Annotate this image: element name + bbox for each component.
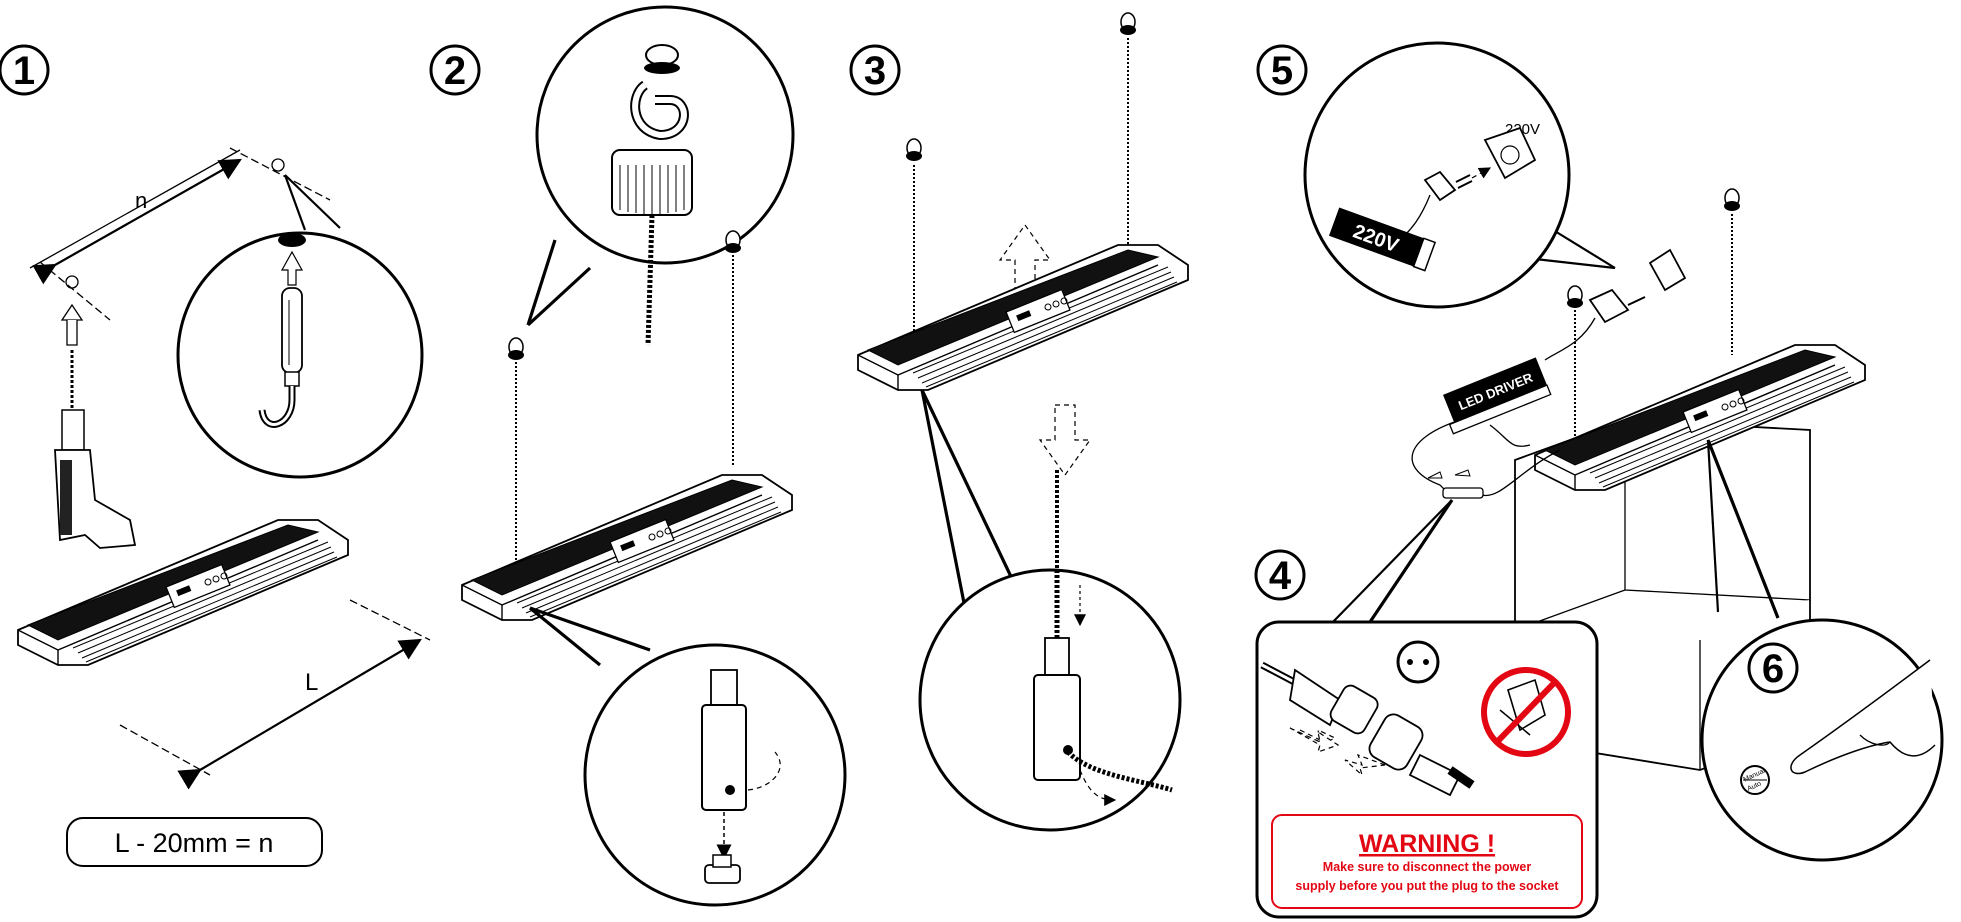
L-label: L <box>305 669 318 696</box>
connector-closeup <box>1260 661 1475 797</box>
lamp-1 <box>17 519 349 666</box>
step-5-number: 5 <box>1271 49 1293 93</box>
plug-icon <box>1423 170 1457 202</box>
step-4-number: 4 <box>1269 554 1292 598</box>
drill-icon <box>54 303 137 549</box>
formula-box <box>66 817 323 867</box>
step-4-panel: 4 WARNING ! Ma <box>1254 499 1599 919</box>
hook-callout <box>176 174 424 479</box>
cable-adjust-callout <box>918 389 1182 832</box>
n-label: n <box>135 188 147 213</box>
wall-socket-icon <box>1483 126 1537 180</box>
step-1-panel: 1 n <box>0 44 431 867</box>
step-1-number: 1 <box>13 49 35 93</box>
step-4-badge <box>1254 549 1306 601</box>
gripper-closeup-callout <box>528 606 847 907</box>
step-2-panel: 2 <box>429 5 847 907</box>
step-6-number: 6 <box>1762 647 1784 691</box>
step-6-badge <box>1747 642 1799 694</box>
L-dimension-line <box>177 638 422 790</box>
step-3-number: 3 <box>864 49 886 93</box>
step-5-badge <box>1256 44 1308 96</box>
finger-icon <box>1790 659 1936 775</box>
no-plugging-icon <box>1481 667 1571 757</box>
warning-line-1: Make sure to disconnect the power <box>1323 860 1532 874</box>
hanger-closeup-callout <box>526 5 795 346</box>
adjust-up-arrow <box>998 223 1052 296</box>
cable-connector <box>1442 487 1484 499</box>
socket-symbol-icon <box>1396 640 1440 684</box>
step-2-number: 2 <box>444 49 466 93</box>
step-3-panel: 3 <box>849 12 1189 832</box>
formula-text: L - 20mm = n <box>115 828 274 858</box>
lamp-2 <box>461 474 793 621</box>
warning-box <box>1271 814 1583 909</box>
power-closeup-callout: 220V 220V <box>1303 41 1616 309</box>
warning-line-2: supply before you put the plug to the so… <box>1295 879 1559 893</box>
warning-title: WARNING ! <box>1359 830 1495 858</box>
adjust-down-arrow <box>1038 404 1092 477</box>
step-3-badge <box>849 44 901 96</box>
step-6-panel: 6 Manual Auto <box>1700 439 1944 862</box>
step-1-badge <box>0 44 50 96</box>
step-2-badge <box>429 44 481 96</box>
